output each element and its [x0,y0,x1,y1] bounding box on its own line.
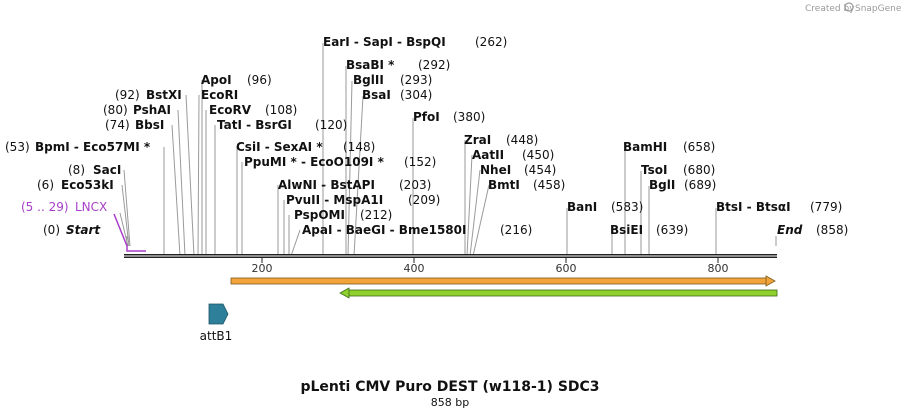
scale-axis: 200 400 600 800 [252,258,729,275]
site-pvuii[interactable]: PvuII - MspA1I [286,193,383,207]
site-alwni[interactable]: AlwNI - BstAPI [278,178,375,192]
site-bmti[interactable]: BmtI [488,178,520,192]
site-tati-pos: (120) [315,118,347,132]
tick-label: 800 [708,262,729,275]
site-zrai-pos: (448) [506,133,538,147]
site-aatii-pos: (450) [522,148,554,162]
site-bsabi-pos: (292) [418,58,450,72]
sequence-length: 858 bp [431,396,469,409]
site-bamhi-pos: (658) [683,140,715,154]
site-bamhi[interactable]: BamHI [623,140,667,154]
attb1-label: attB1 [200,329,233,343]
site-bsabi[interactable]: BsaBI * [346,58,395,72]
site-nhei-pos: (454) [524,163,556,177]
attb1-feature-arrow[interactable] [208,303,229,325]
site-apai[interactable]: ApaI - BaeGI - Bme1580I [302,223,466,237]
site-start-label[interactable]: Start [66,223,101,237]
site-csii-pos: (148) [343,140,375,154]
site-bgli[interactable]: BglI [649,178,675,192]
site-zrai[interactable]: ZraI [464,133,491,147]
site-bsiei[interactable]: BsiEI [610,223,643,237]
site-bglii-pos: (293) [400,73,432,87]
tick-label: 400 [404,262,425,275]
site-ppumi-pos: (152) [404,155,436,169]
site-saci-pos: (8) [68,163,85,177]
site-pshai-pos: (80) [103,103,128,117]
forward-orf-arrow[interactable] [230,275,776,287]
site-ecorv-pos: (108) [265,103,297,117]
lncx-range: (5 .. 29) [21,200,69,214]
lncx-label[interactable]: LNCX [75,200,107,214]
site-eco53ki-pos: (6) [37,178,54,192]
site-pvuii-pos: (209) [408,193,440,207]
site-bani[interactable]: BanI [567,200,597,214]
site-btsi[interactable]: BtsI - BtsαI [716,200,791,214]
site-ecori[interactable]: EcoRI [201,88,238,102]
site-tati[interactable]: TatI - BsrGI [217,118,292,132]
site-tsoi[interactable]: TsoI [641,163,667,177]
site-bani-pos: (583) [611,200,643,214]
site-end-label[interactable]: End [777,223,803,237]
site-bstxi-pos: (92) [115,88,140,102]
tick-label: 600 [556,262,577,275]
site-btsi-pos: (779) [810,200,842,214]
tick-label: 200 [252,262,273,275]
site-eco53ki[interactable]: Eco53kI [61,178,114,192]
site-bsai-pos: (304) [400,88,432,102]
site-start-pos: (0) [43,223,60,237]
credit-text: Created by [805,4,855,14]
site-aatii[interactable]: AatII [472,148,504,162]
site-ppumi[interactable]: PpuMI * - EcoO109I * [244,155,385,169]
site-bbsi-pos: (74) [105,118,130,132]
site-saci[interactable]: SacI [93,163,121,177]
site-apoi-pos: (96) [247,73,272,87]
site-pspomi-pos: (212) [360,208,392,222]
site-bpmi[interactable]: BpmI - Eco57MI * [35,140,151,154]
site-bbsi[interactable]: BbsI [135,118,164,132]
site-pfoi-pos: (380) [453,110,485,124]
site-bsiei-pos: (639) [656,223,688,237]
site-pshai[interactable]: PshAI [133,103,171,117]
site-bmti-pos: (458) [533,178,565,192]
site-bgli-pos: (689) [684,178,716,192]
site-pfoi[interactable]: PfoI [413,110,440,124]
map-title: pLenti CMV Puro DEST (w118-1) SDC3 [300,379,599,395]
site-alwni-pos: (203) [399,178,431,192]
lncx-feature-mark[interactable] [113,213,146,252]
site-apoi[interactable]: ApoI [201,73,232,87]
site-nhei[interactable]: NheI [480,163,511,177]
site-eari-pos: (262) [475,35,507,49]
site-ecorv[interactable]: EcoRV [209,103,252,117]
site-bstxi[interactable]: BstXI [146,88,182,102]
site-end-pos: (858) [816,223,848,237]
site-eari[interactable]: EarI - SapI - BspQI [323,35,446,49]
site-pspomi[interactable]: PspOMI [294,208,345,222]
site-bsai[interactable]: BsaI [362,88,391,102]
site-tsoi-pos: (680) [683,163,715,177]
site-apai-pos: (216) [500,223,532,237]
site-csii[interactable]: CsiI - SexAI * [236,140,323,154]
snapgene-logo-icon [844,2,854,12]
reverse-orf-arrow[interactable] [339,287,778,299]
brand-text: SnapGene [855,4,902,14]
site-bglii[interactable]: BglII [353,73,384,87]
site-bpmi-pos: (53) [5,140,30,154]
site-connectors [119,43,777,257]
